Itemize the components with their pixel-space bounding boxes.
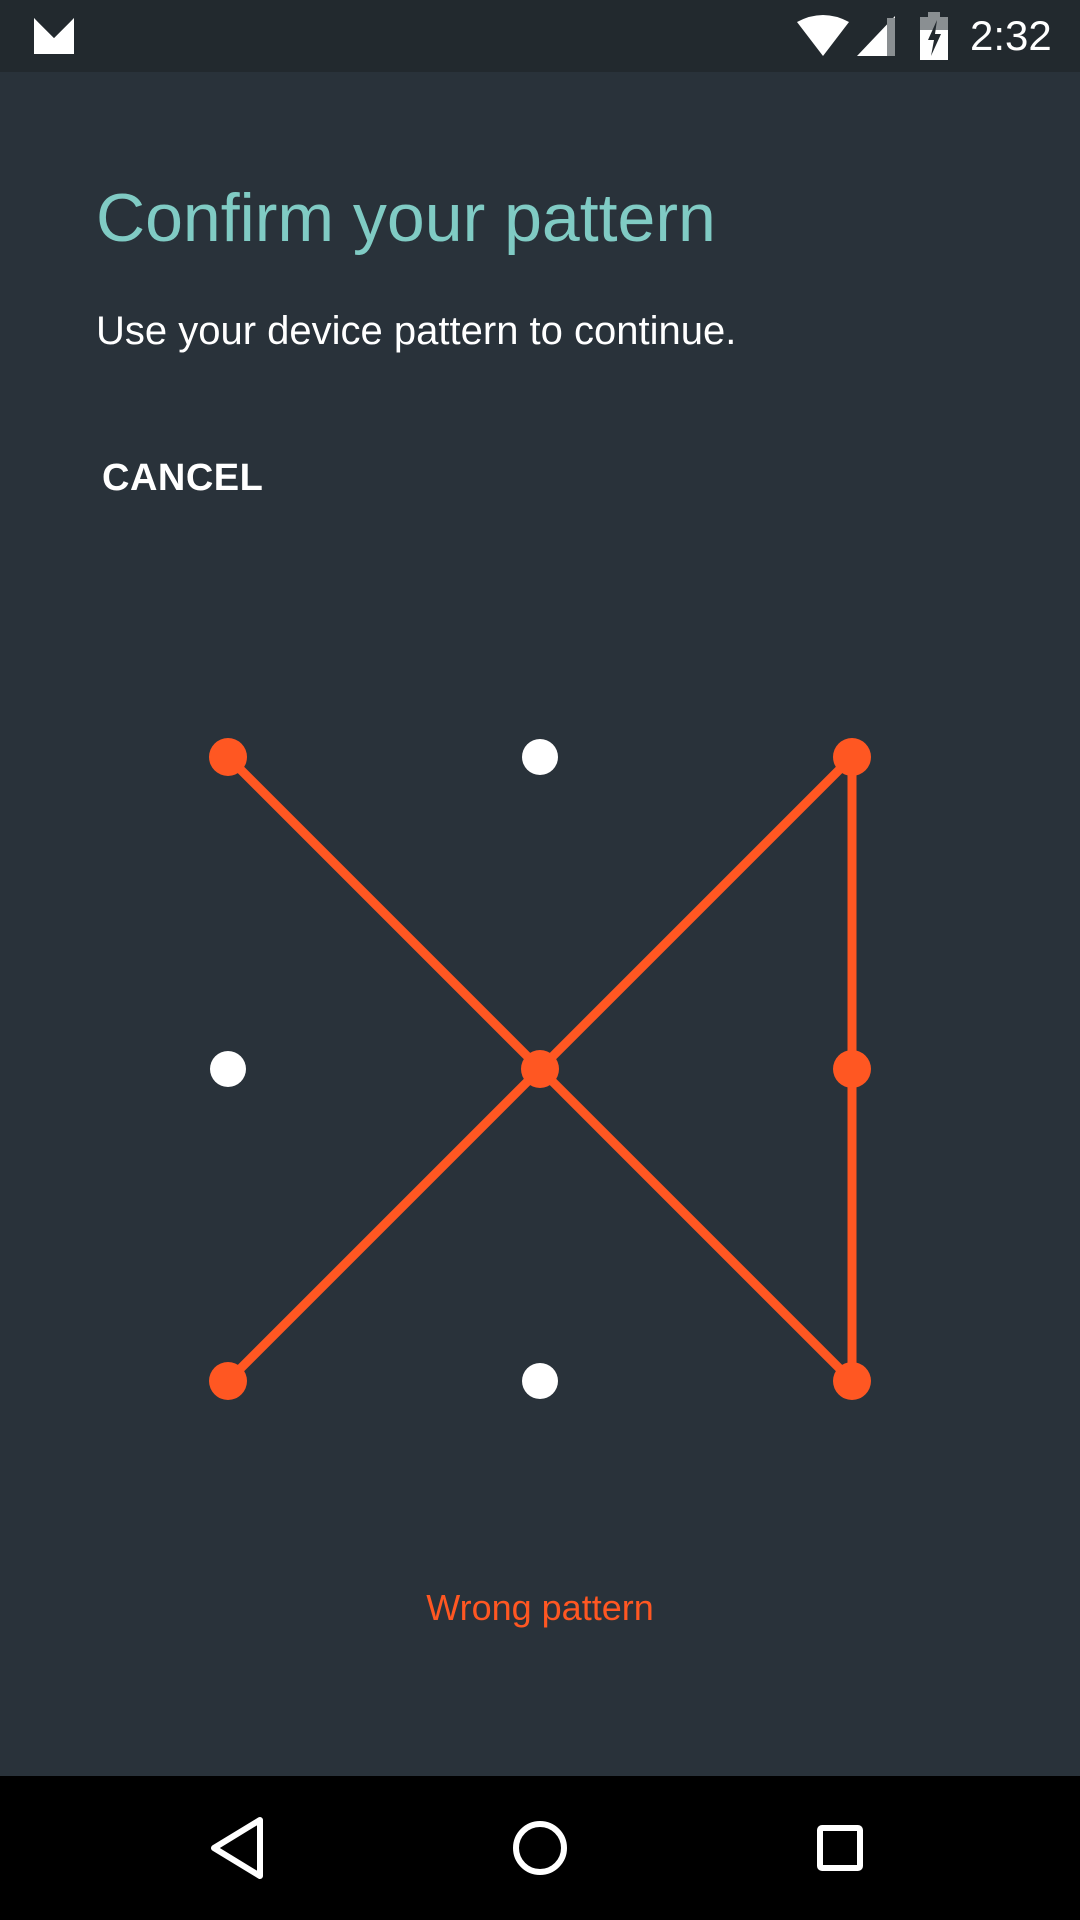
pattern-dot-8[interactable]: [522, 1363, 558, 1399]
pattern-dot-3[interactable]: [833, 738, 871, 776]
pattern-lock-area: [0, 0, 1080, 1776]
pattern-dot-6[interactable]: [833, 1050, 871, 1088]
pattern-path-segment: [223, 752, 545, 1074]
signal-icon: [857, 16, 895, 56]
status-clock: 2:32: [970, 12, 1052, 59]
pattern-dot-7[interactable]: [209, 1362, 247, 1400]
gmail-icon: [34, 18, 74, 54]
home-icon: [513, 1821, 567, 1875]
pattern-lock-grid[interactable]: [0, 0, 1080, 1776]
pattern-path-segment: [535, 752, 857, 1074]
back-button[interactable]: [190, 1798, 290, 1898]
cancel-button[interactable]: CANCEL: [86, 446, 279, 510]
recents-icon: [817, 1825, 863, 1871]
wifi-icon: [797, 15, 849, 56]
pattern-dot-5[interactable]: [521, 1050, 559, 1088]
pattern-dot-4[interactable]: [210, 1051, 246, 1087]
recents-button[interactable]: [790, 1798, 890, 1898]
home-button[interactable]: [490, 1798, 590, 1898]
error-message: Wrong pattern: [426, 1587, 654, 1628]
pattern-dot-1[interactable]: [209, 738, 247, 776]
navigation-bar: [0, 1776, 1080, 1920]
status-bar: 2:32: [0, 0, 1080, 72]
page-subtitle: Use your device pattern to continue.: [96, 309, 737, 353]
back-icon: [211, 1817, 263, 1879]
battery-charging-icon: [920, 12, 948, 60]
page-title: Confirm your pattern: [96, 180, 716, 256]
pattern-path-segment: [223, 1064, 545, 1386]
pattern-dot-9[interactable]: [833, 1362, 871, 1400]
pattern-path-segment: [535, 1064, 857, 1386]
pattern-dot-2[interactable]: [522, 739, 558, 775]
